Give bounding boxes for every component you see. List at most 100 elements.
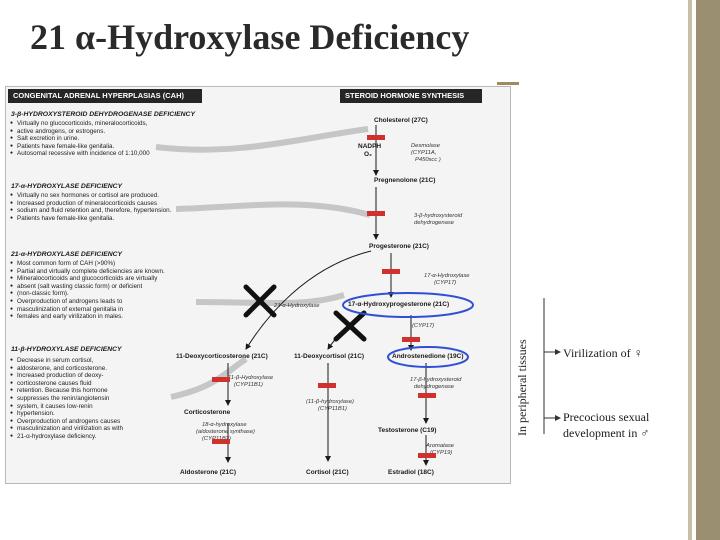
node-progesterone: Progesterone (21C) [369, 243, 429, 250]
enzyme-block-aromatase [418, 453, 436, 458]
label-desmolase: Desmolase [411, 143, 440, 149]
label-cyp17-b: (CYP17) [412, 323, 435, 329]
node-cholesterol: Cholesterol (27C) [374, 117, 428, 124]
title-alpha: α [75, 17, 96, 57]
enzyme-block-17a-lyase [402, 337, 420, 342]
bullet: (non-classic form). [10, 290, 165, 298]
panel-11b-title: 11-β-HYDROXYLASE DEFICIENCY [11, 346, 122, 353]
node-pregnenolone: Pregnenolone (21C) [374, 177, 436, 184]
node-estradiol: Estradiol (18C) [388, 469, 434, 476]
decorative-stripe [688, 0, 692, 540]
bullet: Overproduction of androgens leads to [10, 298, 165, 306]
node-17-ohp: 17-α-Hydroxyprogesterone (21C) [348, 301, 450, 308]
panel-3bhsd-title: 3-β-HYDROXYSTEROID DEHYDROGENASE DEFICIE… [11, 111, 195, 118]
bullet: hypertension. [10, 410, 123, 418]
label-17bhsd-2: dehydrogenase [414, 384, 454, 390]
bullet: aldosterone, and corticosterone. [10, 365, 123, 373]
label-17bhsd-1: 17-β-hydroxysteroid [410, 377, 462, 383]
bullet: active androgens, or estrogens. [10, 128, 150, 136]
label-cyp11b1-a: (CYP11B1) [234, 382, 263, 388]
bullet: Most common form of CAH (>90%) [10, 260, 165, 268]
bullet: Partial and virtually complete deficienc… [10, 268, 165, 276]
bullet: masculinization of external genitalia in [10, 306, 165, 314]
slide-title: 21 α-Hydroxylase Deficiency [30, 16, 469, 58]
bullet: Salt excretion in urine. [10, 135, 150, 143]
label-3bhsd-1: 3-β-hydroxysteroid [414, 213, 463, 219]
bullet: Decrease in serum cortisol, [10, 357, 123, 365]
virilization-label: Virilization of ♀ [563, 346, 643, 360]
enzyme-block-11b-b [318, 383, 336, 388]
bullet: Mineralocorticoids and glucocorticoids a… [10, 275, 165, 283]
precocious-line-1: Precocious sexual [563, 410, 650, 424]
label-11b-hydroxylase-b: (11-β-hydroxylase) [306, 399, 354, 405]
label-cyp11b1-b: (CYP11B1) [318, 406, 347, 412]
panel-17a-bullets: Virtually no sex hormones or cortisol ar… [10, 192, 171, 222]
label-p450scc: P450scc ) [415, 157, 441, 163]
bullet: Overproduction of androgens causes [10, 418, 123, 426]
label-21a-hydroxylase: 21-α-Hydroxylase [274, 303, 320, 309]
block-x-mark-2 [333, 310, 367, 342]
node-corticosterone: Corticosterone [184, 409, 231, 416]
panel-11b-bullets: Decrease in serum cortisol, aldosterone,… [10, 357, 123, 441]
bullet: corticosterone causes fluid [10, 380, 123, 388]
block-x-mark-1 [243, 284, 277, 318]
enzyme-block-17bhsd [418, 393, 436, 398]
highlight-androstenedione [387, 346, 469, 368]
bullet: masculinization and virilization as with [10, 425, 123, 433]
precocious-label: Precocious sexual development in ♂ [563, 409, 649, 441]
node-testosterone: Testosterone (C19) [378, 427, 437, 434]
label-o2: O₂ [364, 151, 372, 158]
bullet: absent (salt wasting classic form) or de… [10, 283, 165, 291]
node-aldosterone: Aldosterone (21C) [180, 469, 236, 476]
bullet: sodium and fluid retention and, therefor… [10, 207, 171, 215]
bullet: Increased production of deoxy- [10, 372, 123, 380]
panel-21a-title: 21-α-HYDROXYLASE DEFICIENCY [11, 251, 123, 258]
label-11b-hydroxylase-a: 11-β-Hydroxylase [228, 375, 274, 381]
title-accent-dash [497, 82, 519, 85]
precocious-line-2: development in ♂ [563, 426, 650, 440]
callout-arrow-17a [175, 201, 371, 218]
enzyme-block-desmolase [367, 135, 385, 140]
node-11-deoxycortisol: 11-Deoxycortisol (21C) [294, 353, 365, 360]
label-cyp11a: (CYP11A, [411, 150, 437, 156]
cah-figure: CONGENITAL ADRENAL HYPERPLASIAS (CAH) ST… [5, 86, 511, 484]
label-cyp17-a: (CYP17) [434, 280, 457, 286]
bullet: retention. Because this hormone [10, 387, 123, 395]
panel-21a-bullets: Most common form of CAH (>90%) Partial a… [10, 260, 165, 321]
node-androstenedione: Androstenedione (19C) [392, 353, 464, 360]
label-nadph: NADPH [358, 143, 382, 150]
bullet: Virtually no glucocorticoids, mineraloco… [10, 120, 150, 128]
panel-3bhsd-bullets: Virtually no glucocorticoids, mineraloco… [10, 120, 150, 158]
label-aromatase: Aromatase [426, 443, 455, 449]
bullet: Autosomal recessive with incidence of 1:… [10, 150, 150, 158]
bullet: Increased production of mineralocorticoi… [10, 200, 171, 208]
callout-arrow-3bhsd [155, 126, 369, 153]
bullet: females and early virilization in males. [10, 313, 165, 321]
bullet: Virtually no sex hormones or cortisol ar… [10, 192, 171, 200]
peripheral-tissues-text: In peripheral tissues [515, 339, 529, 436]
highlight-ohp [342, 292, 474, 318]
label-18a-hydroxylase: 18-α-hydroxylase [202, 422, 247, 428]
title-rest: -Hydroxylase Deficiency [95, 17, 470, 57]
label-17a-hydroxylase: 17-α-Hydroxylase [424, 273, 470, 279]
bullet: Patients have female-like genitalia. [10, 215, 171, 223]
enzyme-block-18a [212, 439, 230, 444]
label-cyp19: (CYP19) [430, 450, 453, 456]
bullet: Patients have female-like genitalia. [10, 143, 150, 151]
pathway-arrows [155, 125, 474, 466]
label-3bhsd-2: dehydrogenase [414, 220, 454, 226]
arrow-prog-doc [245, 250, 372, 350]
label-aldosterone-synthase: (aldosterone synthase) [196, 429, 255, 435]
bullet: system, it causes low-renin [10, 403, 123, 411]
enzyme-block-11b-a [212, 377, 230, 382]
enzyme-block-3bhsd [367, 211, 385, 216]
steroid-synthesis-header: STEROID HORMONE SYNTHESIS [340, 89, 482, 103]
title-prefix: 21 [30, 17, 75, 57]
enzyme-block-17a [382, 269, 400, 274]
panel-17a-title: 17-α-HYDROXYLASE DEFICIENCY [11, 183, 123, 190]
bullet: suppresses the renin/angiotensin [10, 395, 123, 403]
node-11-deoxycorticosterone: 11-Deoxycorticosterone (21C) [176, 353, 268, 360]
node-cortisol: Cortisol (21C) [306, 469, 349, 476]
bullet: 21-α-hydroxylase deficiency. [10, 433, 123, 441]
